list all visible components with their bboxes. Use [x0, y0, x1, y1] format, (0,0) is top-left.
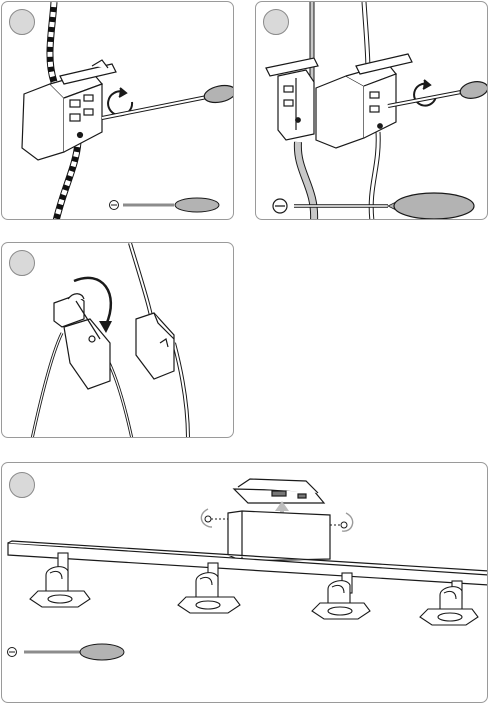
screwdriver-icon [388, 79, 488, 106]
terminal-block-right [316, 54, 412, 148]
spotlight-2 [178, 563, 240, 613]
slotted-screwdriver-symbol-icon [273, 199, 287, 213]
driver-box [228, 511, 330, 561]
slotted-screwdriver-symbol-icon [8, 648, 17, 657]
slotted-screwdriver-symbol-icon [110, 201, 119, 210]
step-4-illustration [2, 463, 488, 703]
connector-right [136, 313, 174, 379]
terminal-block [22, 60, 116, 160]
spotlight-1 [30, 553, 90, 607]
screwdriver-legend-icon [294, 193, 474, 219]
screwdriver-icon [102, 83, 234, 118]
cover-plate [234, 479, 324, 503]
spotlight-3 [312, 573, 370, 619]
spotlight-4 [420, 581, 478, 625]
step-4-panel [1, 462, 488, 703]
step-3-illustration [2, 243, 234, 438]
step-1-panel [1, 1, 234, 220]
screw-left [205, 516, 228, 522]
step-3-panel [1, 242, 234, 438]
step-2-illustration [256, 2, 488, 220]
step-2-panel [255, 1, 488, 220]
connector-left [54, 294, 110, 389]
screwdriver-legend-icon [24, 644, 124, 660]
striped-cable-upper [50, 2, 54, 82]
step-1-illustration [2, 2, 234, 220]
screw-right [330, 522, 347, 528]
screwdriver-legend-icon [123, 198, 219, 212]
